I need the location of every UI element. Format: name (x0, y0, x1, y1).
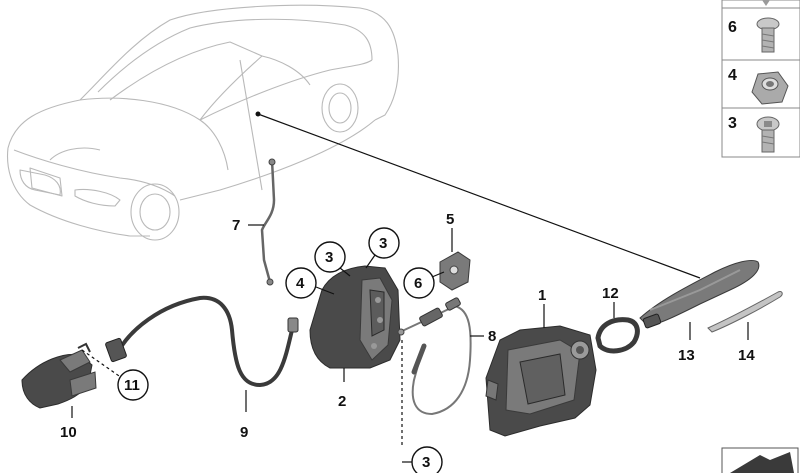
callout-5: 5 (446, 211, 454, 228)
part-14-trim-strip (707, 291, 783, 333)
hex-nut-icon (751, 71, 789, 105)
part-13-outer-handle (639, 259, 760, 329)
part-5-bracket (439, 251, 471, 291)
callout-3-circle-c (411, 446, 443, 473)
part-10-handle-carrier (21, 342, 97, 409)
legend-label-3: 3 (728, 115, 737, 132)
part-12-gasket (595, 317, 640, 354)
legend-label-4: 4 (728, 67, 737, 84)
callout-6: 6 (414, 275, 422, 292)
callout-14: 14 (738, 347, 755, 364)
callout-3c: 3 (422, 454, 430, 471)
stamp-arrow-icon (721, 447, 799, 473)
leader-door-to-handle (257, 113, 701, 279)
part-9-cable (105, 295, 299, 388)
callout-4: 4 (296, 275, 305, 292)
door-handle-point (255, 111, 261, 117)
legend-label-6: 6 (728, 19, 737, 36)
callout-11: 11 (124, 377, 140, 394)
torx-screw-icon (756, 17, 780, 53)
callout-12: 12 (602, 285, 619, 302)
part-1-carrier-bracket (485, 325, 597, 437)
callout-3b: 3 (379, 235, 387, 252)
callout-4-circle (285, 267, 317, 299)
callout-2: 2 (338, 393, 346, 410)
part-2-door-lock (309, 265, 401, 369)
torx-screw-icon (756, 116, 780, 153)
callout-10: 10 (60, 424, 77, 441)
part-8-bowden-cable (397, 297, 472, 416)
callout-13: 13 (678, 347, 695, 364)
callout-3-circle-a (314, 241, 346, 273)
callout-1: 1 (538, 287, 546, 304)
callout-9: 9 (240, 424, 248, 441)
car-outline-icon (7, 4, 399, 241)
callout-11-circle (117, 369, 149, 401)
callout-3-circle-b (368, 227, 400, 259)
callout-8: 8 (488, 328, 496, 345)
part-7-rod (260, 158, 276, 286)
callout-3a: 3 (325, 249, 333, 266)
callout-7: 7 (232, 217, 240, 234)
callout-6-circle (403, 267, 435, 299)
